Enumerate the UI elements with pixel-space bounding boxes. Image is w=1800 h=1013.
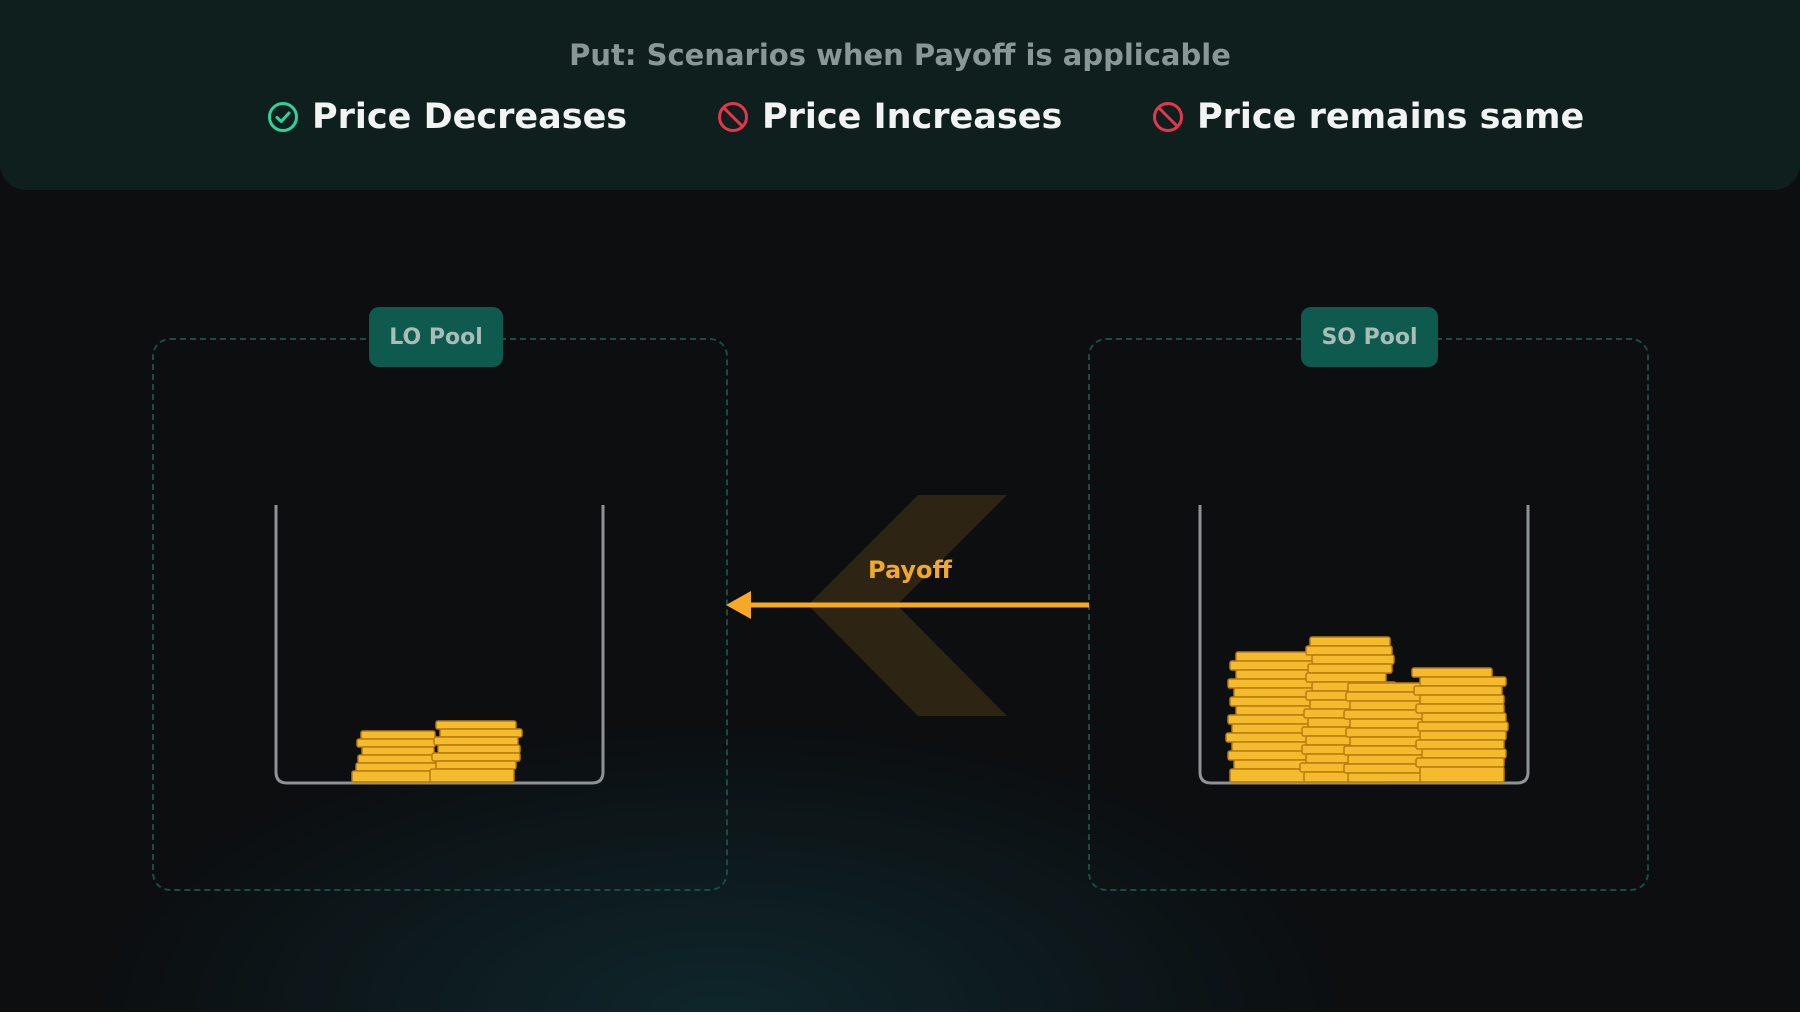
scenario-label: Price remains same — [1197, 97, 1585, 137]
scenario-label: Price Decreases — [312, 97, 628, 137]
check-circle-icon — [268, 102, 298, 132]
coin-stack — [1225, 651, 1317, 783]
scenarios-header: Put: Scenarios when Payoff is applicable… — [0, 0, 1800, 190]
lo-coin-stacks — [351, 720, 523, 783]
scenario-price-decreases: Price Decreases — [266, 92, 627, 142]
payoff-label: Payoff — [868, 556, 952, 584]
so-bucket — [1198, 505, 1530, 785]
so-coin-stacks — [1225, 636, 1509, 783]
scenario-price-increases: Price Increases — [716, 92, 1062, 142]
payoff-arrowhead — [726, 591, 751, 619]
lo-bucket — [274, 505, 605, 785]
prohibited-icon — [718, 102, 748, 132]
lo-pool-badge: LO Pool — [369, 307, 503, 367]
coin-stack — [429, 720, 523, 783]
scenario-label: Price Increases — [762, 97, 1063, 137]
scenario-price-remains-same: Price remains same — [1151, 92, 1584, 142]
coin-stack — [1411, 667, 1509, 783]
coin-stack — [351, 730, 437, 783]
so-pool-badge: SO Pool — [1301, 307, 1438, 367]
prohibited-icon — [1153, 102, 1183, 132]
header-title: Put: Scenarios when Payoff is applicable — [569, 38, 1231, 72]
